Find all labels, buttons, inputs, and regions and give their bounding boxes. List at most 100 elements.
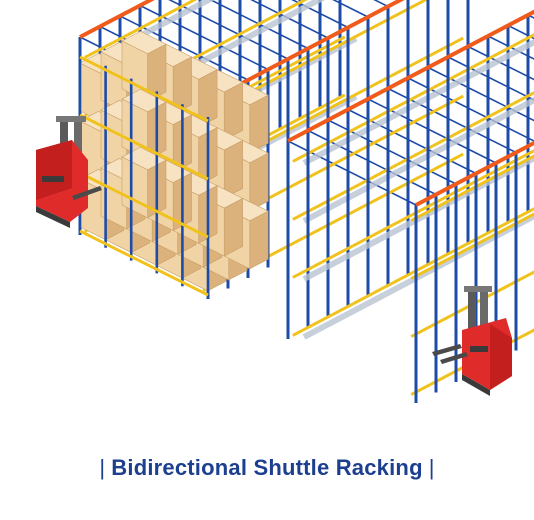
shuttle-channel <box>274 9 298 26</box>
shuttle-channel <box>322 313 346 330</box>
shuttle-rail <box>422 0 429 3</box>
shuttle-channel <box>254 19 278 36</box>
rack-top-tie <box>209 0 309 50</box>
pallet-box-side <box>249 210 269 270</box>
pallet-box-top <box>121 88 167 113</box>
shuttle-channel <box>502 218 526 235</box>
shuttle-channel <box>254 77 278 94</box>
shuttle-channel <box>482 229 506 246</box>
shuttle-channel <box>482 113 506 130</box>
rack-top-beam <box>415 140 534 207</box>
shuttle-rail <box>382 68 404 82</box>
shuttle-channel <box>294 0 318 15</box>
shuttle-channel <box>502 102 526 119</box>
rack-top-tie <box>291 0 349 29</box>
front-rail <box>79 113 209 181</box>
shuttle-channel <box>294 114 318 131</box>
shuttle-rail <box>352 234 374 248</box>
shuttle-channel <box>362 234 386 251</box>
pallet-box-top <box>121 30 167 55</box>
front-rail <box>79 229 209 297</box>
shuttle-rail <box>84 45 106 59</box>
shuttle-channel <box>174 3 198 20</box>
shuttle-rail <box>362 20 384 34</box>
shuttle-rail <box>490 282 512 296</box>
shuttle-rail <box>492 102 514 116</box>
shuttle-rail <box>244 19 266 33</box>
shuttle-rail <box>510 272 532 286</box>
shuttle-rail <box>402 57 424 71</box>
shuttle-channel <box>402 271 426 288</box>
shuttle-racking-illustration <box>36 0 534 403</box>
shuttle-channel <box>502 160 526 177</box>
shuttle-rail <box>284 0 306 12</box>
pallet-load-block <box>78 30 269 299</box>
pallet-box-side <box>223 139 243 199</box>
shuttle-channel <box>154 14 178 31</box>
shuttle-rail <box>510 330 532 344</box>
shuttle-channel <box>382 281 406 298</box>
shuttle-rail <box>332 244 354 258</box>
rack-top-tie <box>250 0 329 39</box>
shuttle-rail <box>282 178 304 192</box>
caption-divider-left: | <box>99 455 106 480</box>
shuttle-channel <box>522 212 534 225</box>
shuttle-channel <box>382 223 406 240</box>
shuttle-channel <box>522 38 534 51</box>
shuttle-rail <box>164 3 186 17</box>
shuttle-rail <box>204 40 226 54</box>
shuttle-rail <box>264 9 286 23</box>
front-rail <box>79 171 209 239</box>
shuttle-channel <box>274 67 298 84</box>
shuttle-channel <box>442 250 466 267</box>
caption-divider-right: | <box>428 455 435 480</box>
shuttle-rail <box>312 313 334 327</box>
shuttle-rail <box>302 168 324 182</box>
forklift-left-icon <box>36 116 102 228</box>
shuttle-channel <box>502 44 526 61</box>
shuttle-rail <box>302 226 324 240</box>
shuttle-rail <box>292 323 314 337</box>
shuttle-rail <box>104 35 126 49</box>
shuttle-rail <box>392 213 414 227</box>
shuttle-rail <box>430 314 452 328</box>
shuttle-rail <box>472 113 494 127</box>
shuttle-channel <box>362 292 386 309</box>
shuttle-channel <box>334 93 358 110</box>
shuttle-channel <box>342 302 366 319</box>
shuttle-rail <box>362 78 384 92</box>
page-caption: |Bidirectional Shuttle Racking| <box>0 455 534 481</box>
shuttle-rail <box>352 292 374 306</box>
shuttle-channel <box>422 202 446 219</box>
pallet-box-side <box>249 152 269 212</box>
shuttle-rail <box>372 281 394 295</box>
shuttle-channel <box>302 323 326 340</box>
shuttle-rail <box>422 47 444 61</box>
shuttle-rail <box>362 194 384 208</box>
shuttle-channel <box>314 46 338 63</box>
pallet-box-side <box>223 81 243 141</box>
shuttle-channel <box>214 40 238 57</box>
shuttle-rail <box>332 302 354 316</box>
shuttle-rail <box>124 24 146 38</box>
shuttle-rail <box>472 55 494 69</box>
shuttle-channel <box>302 265 326 282</box>
shuttle-rail <box>402 0 424 13</box>
shuttle-channel <box>522 154 534 167</box>
shuttle-rail <box>392 271 414 285</box>
shuttle-rail <box>410 324 432 338</box>
rack-top-beam <box>207 0 405 103</box>
front-rail <box>79 55 209 123</box>
shuttle-channel <box>294 56 318 73</box>
shuttle-channel <box>334 35 358 52</box>
forklift-right-icon <box>432 286 512 396</box>
shuttle-rail <box>322 215 344 229</box>
shuttle-channel <box>314 104 338 121</box>
shuttle-rail <box>382 10 404 24</box>
shuttle-channel <box>422 260 446 277</box>
shuttle-rail <box>430 372 452 386</box>
shuttle-rail <box>282 236 304 250</box>
shuttle-channel <box>482 171 506 188</box>
shuttle-channel <box>234 30 258 47</box>
shuttle-rail <box>312 255 334 269</box>
